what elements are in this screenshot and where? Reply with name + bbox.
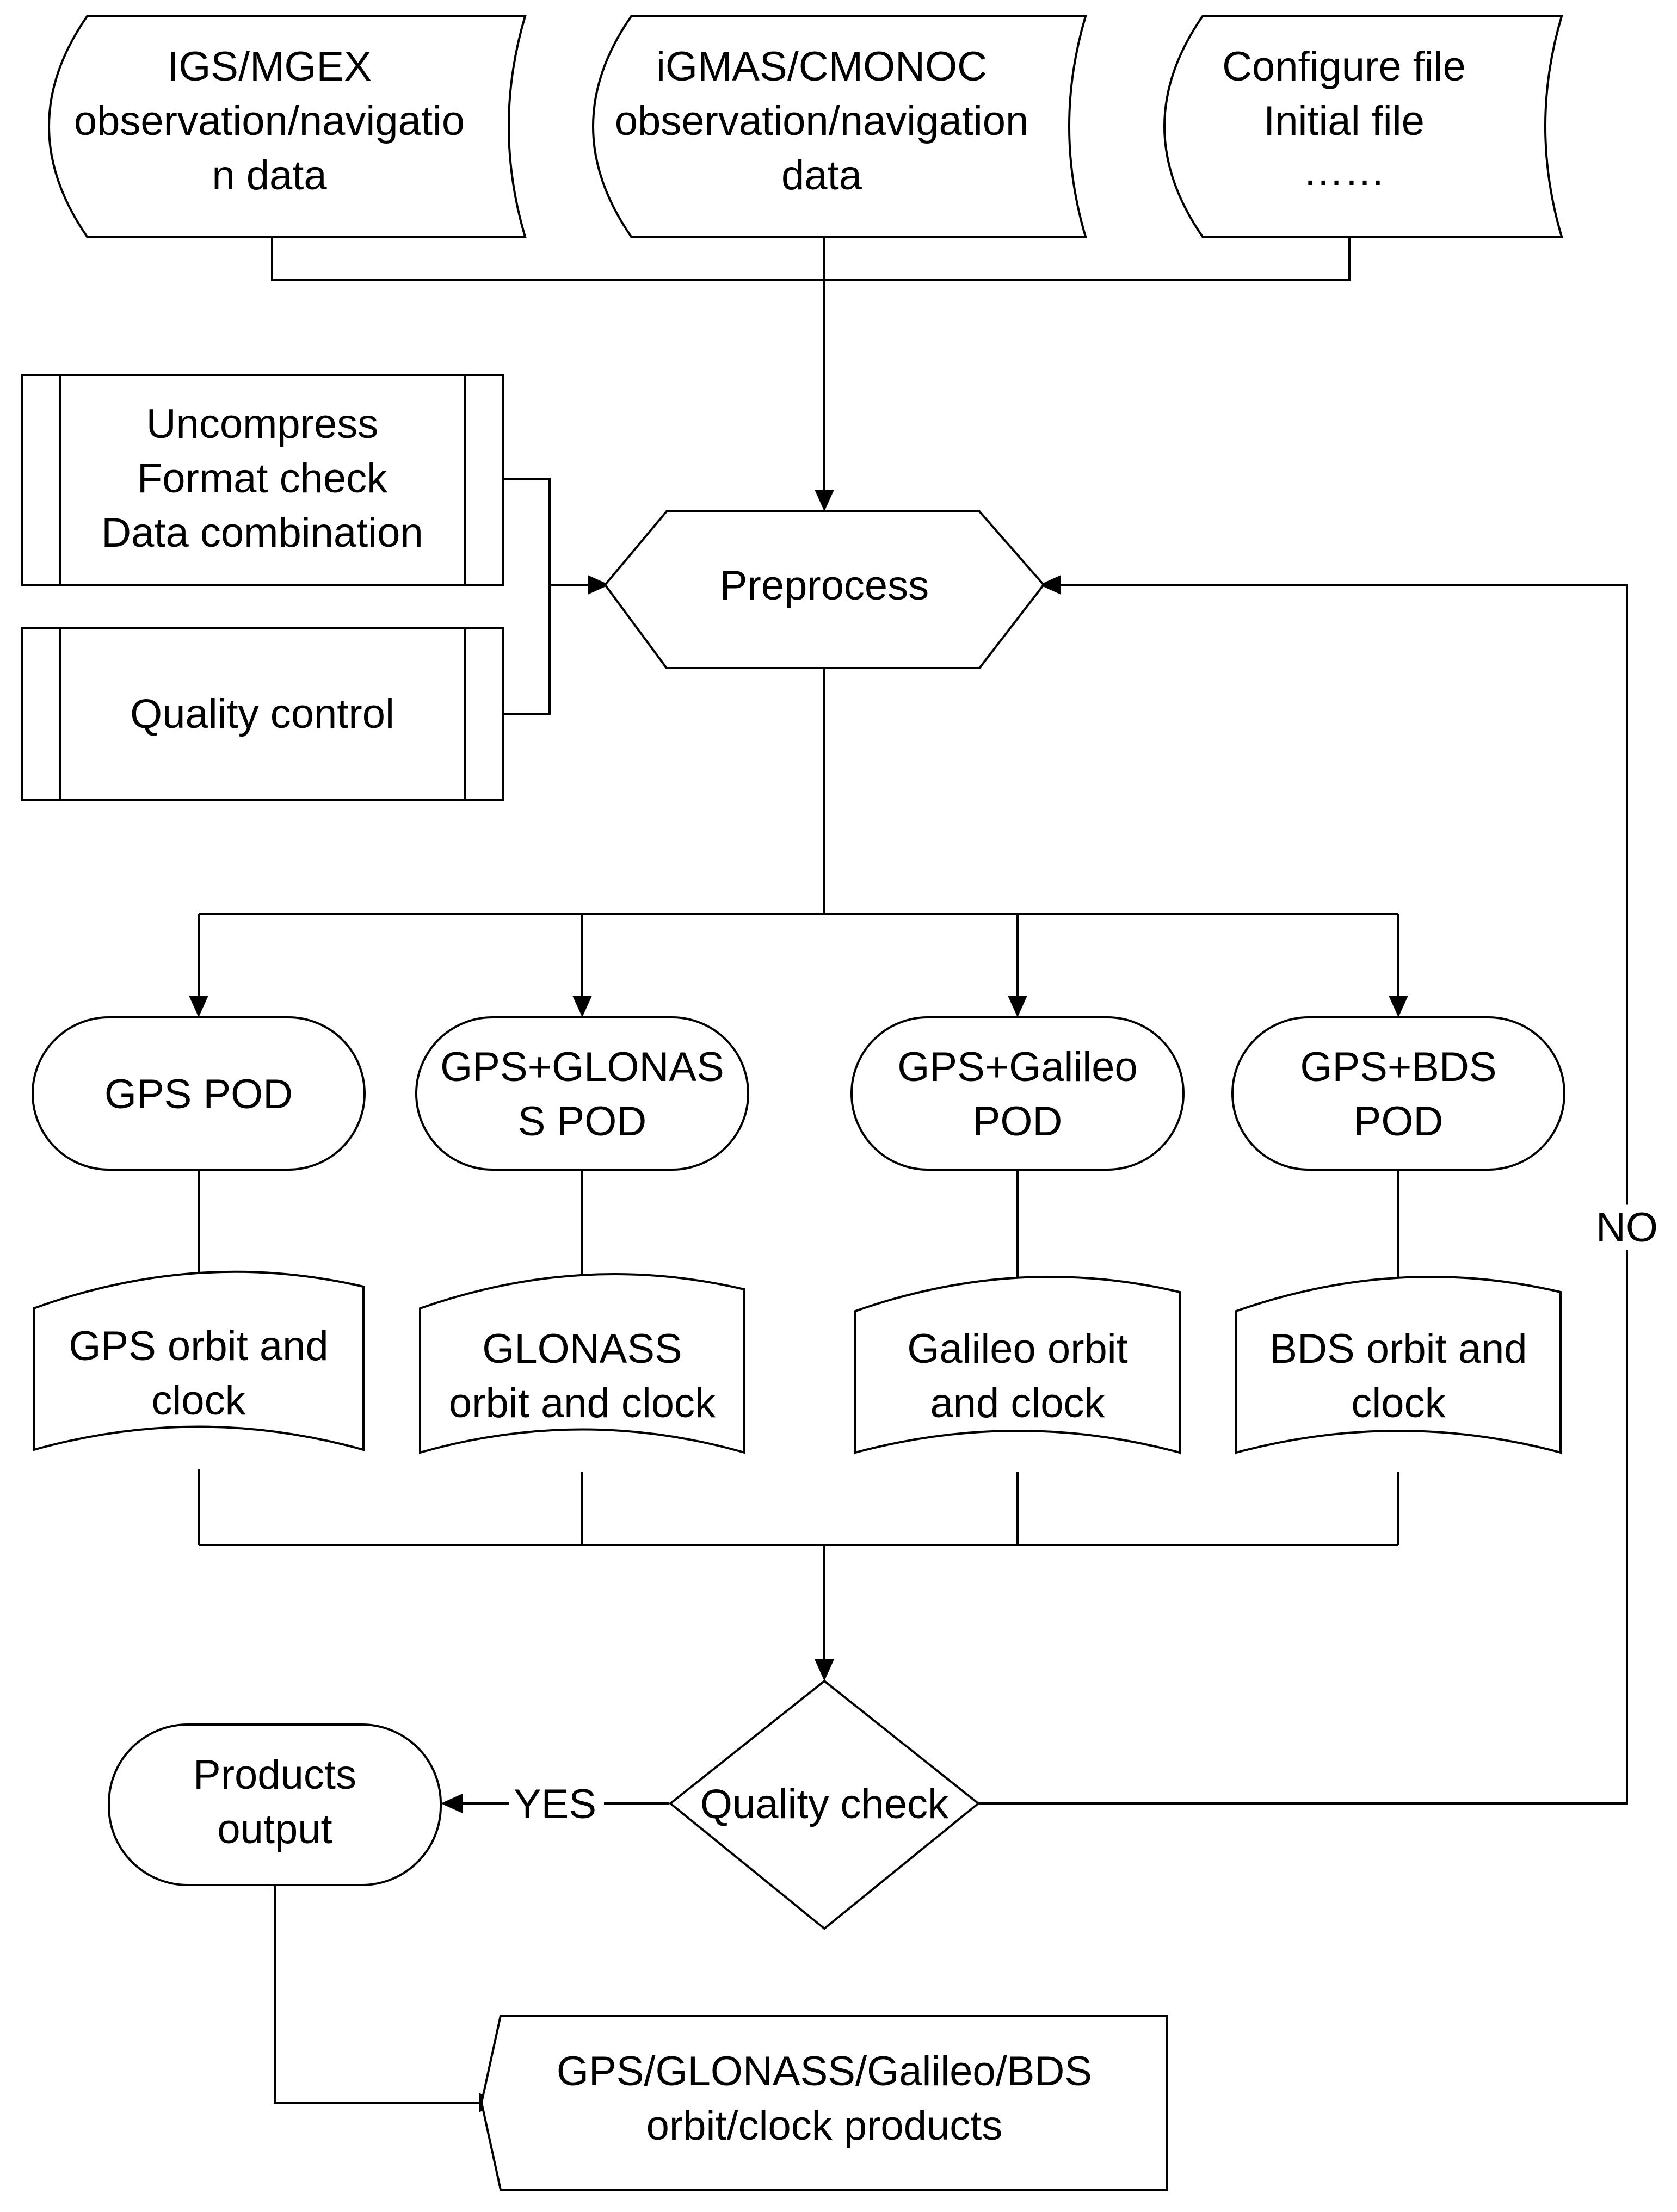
input-igs-line-2: observation/navigatio <box>74 98 465 144</box>
pod-gps-glonass: GPS+GLONAS S POD <box>415 1016 749 1171</box>
products-output-line-1: Products <box>193 1752 356 1798</box>
pod-gps-bds-line-1: GPS+BDS <box>1300 1044 1496 1090</box>
connector-no-loop <box>978 584 1628 1805</box>
doc-glonass-orbit-clock: GLONASS orbit and clock <box>419 1273 745 1454</box>
stored-data-shape <box>1163 15 1563 238</box>
pod-gps-bds: GPS+BDS POD <box>1231 1016 1565 1171</box>
arrowhead-preprocess-right <box>1039 575 1061 595</box>
doc-bds-line-1: BDS orbit and <box>1269 1326 1527 1372</box>
doc-galileo-line-1: Galileo orbit <box>907 1326 1128 1372</box>
final-products: GPS/GLONASS/Galileo/BDS orbit/clock prod… <box>480 2015 1168 2191</box>
input-config-line-3: …… <box>1303 148 1385 194</box>
products-output-line-2: output <box>217 1806 332 1852</box>
preprocess-label: Preprocess <box>720 563 929 609</box>
predefined-process-shape <box>21 627 504 801</box>
preprocess-node: Preprocess <box>603 510 1045 669</box>
subprocess-quality-control: Quality control <box>21 627 504 801</box>
pod-gps-glonass-line-2: S POD <box>518 1098 647 1145</box>
arrowhead-preprocess-left <box>588 575 609 595</box>
pod-gps-bds-line-2: POD <box>1354 1098 1444 1145</box>
display-shape <box>480 2015 1168 2191</box>
doc-galileo-orbit-clock: Galileo orbit and clock <box>854 1276 1181 1454</box>
edge-label-yes: YES <box>514 1781 596 1827</box>
quality-check-label: Quality check <box>700 1781 949 1827</box>
connector-subprocess-bracket <box>503 478 551 715</box>
document-shape <box>1235 1276 1562 1454</box>
doc-gps-orbit-clock: GPS orbit and clock <box>33 1270 365 1451</box>
input-configure-file: Configure file Initial file …… <box>1163 15 1563 238</box>
input-igs-mgex: IGS/MGEX observation/navigatio n data <box>48 15 527 238</box>
document-shape <box>854 1276 1181 1454</box>
input-igmas-line-2: observation/navigation <box>615 98 1029 144</box>
pod-gps-glonass-line-1: GPS+GLONAS <box>440 1044 724 1090</box>
terminator-shape <box>850 1016 1185 1171</box>
stored-data-shape <box>48 15 527 238</box>
terminator-shape <box>415 1016 749 1171</box>
subprocess-quality-control-line-1: Quality control <box>130 691 394 737</box>
subprocess-uncompress: Uncompress Format check Data combination <box>21 374 504 586</box>
final-products-line-2: orbit/clock products <box>646 2103 1003 2149</box>
subprocess-uncompress-line-2: Format check <box>137 455 388 502</box>
doc-gps-line-1: GPS orbit and <box>69 1323 328 1369</box>
decision-shape <box>668 1679 981 1930</box>
products-output: Products output <box>108 1723 442 1886</box>
doc-bds-line-2: clock <box>1351 1380 1446 1426</box>
input-igmas-line-1: iGMAS/CMONOC <box>656 44 987 90</box>
doc-gps-line-2: clock <box>151 1377 246 1424</box>
terminator-shape <box>32 1016 366 1171</box>
arrowhead-products-output <box>441 1794 463 1813</box>
doc-galileo-line-2: and clock <box>930 1380 1105 1426</box>
preparation-shape <box>603 510 1045 669</box>
connector-output-to-final <box>274 1885 482 2104</box>
input-igmas-line-3: data <box>781 152 862 199</box>
stored-data-shape <box>592 15 1087 238</box>
document-shape <box>33 1270 365 1451</box>
edge-label-no: NO <box>1596 1204 1658 1251</box>
subprocess-uncompress-line-3: Data combination <box>101 510 423 556</box>
doc-glonass-line-2: orbit and clock <box>449 1380 716 1426</box>
arrowhead-quality-check <box>815 1659 834 1681</box>
subprocess-uncompress-line-1: Uncompress <box>146 401 379 447</box>
pod-gps-galileo-line-2: POD <box>973 1098 1063 1145</box>
pod-gps-galileo-line-1: GPS+Galileo <box>897 1044 1137 1090</box>
pod-gps: GPS POD <box>32 1016 366 1171</box>
arrowhead-gps-pod <box>189 996 208 1017</box>
arrowhead-preprocess-top <box>815 490 834 511</box>
arrowhead-gps-bds-pod <box>1389 996 1408 1017</box>
terminator-shape <box>1231 1016 1565 1171</box>
connector-inputs-bus <box>271 237 1351 281</box>
input-igmas-cmonoc: iGMAS/CMONOC observation/navigation data <box>592 15 1087 238</box>
arrowhead-gps-glonass-pod <box>572 996 592 1017</box>
doc-bds-orbit-clock: BDS orbit and clock <box>1235 1276 1562 1454</box>
predefined-process-shape <box>21 374 504 586</box>
pod-gps-line-1: GPS POD <box>104 1071 293 1117</box>
input-config-line-1: Configure file <box>1222 44 1466 90</box>
terminator-shape <box>108 1723 442 1886</box>
input-igs-line-1: IGS/MGEX <box>167 44 372 90</box>
final-products-line-1: GPS/GLONASS/Galileo/BDS <box>557 2048 1092 2094</box>
doc-glonass-line-1: GLONASS <box>482 1326 682 1372</box>
pod-gps-galileo: GPS+Galileo POD <box>850 1016 1185 1171</box>
document-shape <box>419 1273 745 1454</box>
decision-quality-check: Quality check <box>668 1679 981 1930</box>
input-config-line-2: Initial file <box>1263 98 1425 144</box>
input-igs-line-3: n data <box>212 152 327 199</box>
arrowhead-gps-galileo-pod <box>1008 996 1027 1017</box>
